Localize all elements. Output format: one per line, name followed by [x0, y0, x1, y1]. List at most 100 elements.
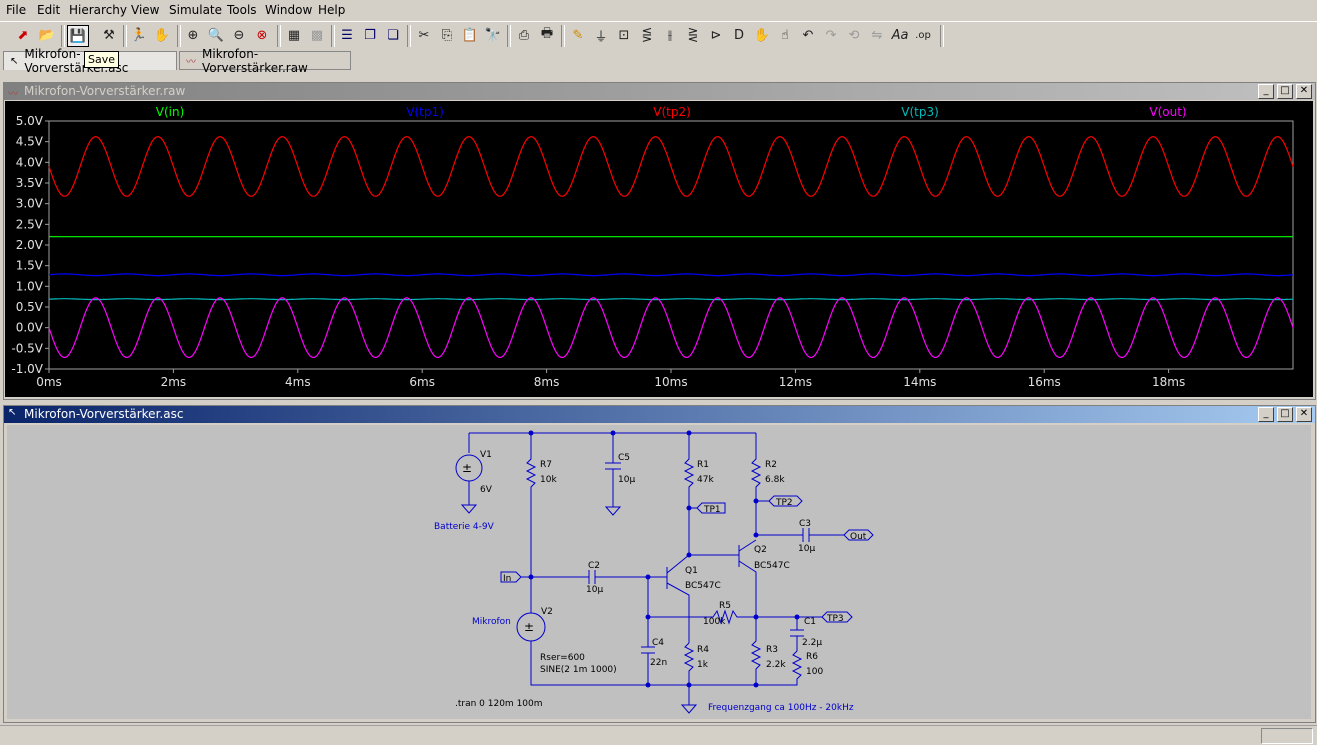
r1-label: R1 [697, 460, 709, 470]
document-tabs: ↖ Mikrofon-Vorverstärker.asc 〰 Mikrofon-… [0, 47, 1317, 75]
battery-comment: Batterie 4-9V [434, 522, 495, 532]
y-tick-label: 1.5V [16, 259, 44, 273]
tran-directive[interactable]: .tran 0 120m 100m [455, 699, 543, 709]
undo-icon[interactable]: ↶ [802, 27, 814, 43]
x-tick-label: 10ms [654, 375, 687, 389]
menu-window[interactable]: Window [265, 3, 313, 17]
q1-label: Q1 [685, 566, 698, 576]
new-schematic-icon[interactable]: ⬈ [17, 27, 29, 43]
y-tick-label: 2.0V [16, 238, 44, 252]
tile-horizontal-icon[interactable]: ☰ [341, 27, 353, 43]
run-icon[interactable]: 🏃 [130, 27, 148, 43]
close-button[interactable]: ✕ [1296, 84, 1312, 99]
zoom-cancel-icon[interactable]: ⊗ [256, 27, 268, 43]
diode-icon[interactable]: ⊳ [710, 27, 722, 43]
copy-icon[interactable]: ⎘ [441, 27, 453, 43]
menu-tools[interactable]: Tools [227, 3, 257, 17]
waveform-plot[interactable]: 5.0V4.5V4.0V3.5V3.0V2.5V2.0V1.5V1.0V0.5V… [5, 101, 1313, 397]
print-icon[interactable]: 🖶 [540, 26, 554, 41]
waveform-titlebar: 〰 Mikrofon-Vorverstärker.raw _ □ ✕ [4, 83, 1315, 100]
q1-model: BC547C [685, 581, 721, 591]
menu-simulate[interactable]: Simulate [169, 3, 223, 17]
grid-icon[interactable]: ▩ [310, 27, 324, 43]
legend-in[interactable]: V(in) [156, 105, 185, 119]
inductor-icon[interactable]: ⋛ [687, 27, 699, 43]
tab-label: Mikrofon-Vorverstärker.raw [202, 46, 308, 75]
x-tick-label: 6ms [409, 375, 435, 389]
status-bar [0, 725, 1317, 745]
x-tick-label: 0ms [36, 375, 62, 389]
y-tick-label: 4.5V [16, 135, 44, 149]
legend-out[interactable]: V(out) [1149, 105, 1186, 119]
source-polarity: ± [462, 461, 472, 475]
cascade-icon[interactable]: ❐ [364, 27, 376, 43]
q2-label: Q2 [754, 545, 767, 555]
resize-grip[interactable] [1261, 728, 1313, 744]
y-tick-label: -0.5V [11, 341, 43, 355]
x-tick-label: 16ms [1028, 375, 1061, 389]
schematic-titlebar: ↖ Mikrofon-Vorverstärker.asc _ □ ✕ [4, 406, 1315, 423]
text-icon[interactable]: Aa [891, 27, 909, 43]
minimize-button[interactable]: _ [1258, 407, 1274, 422]
minimize-button[interactable]: _ [1258, 84, 1274, 99]
y-tick-label: 1.0V [16, 279, 44, 293]
window-title: Mikrofon-Vorverstärker.asc [24, 407, 184, 421]
menu-file[interactable]: File [6, 3, 27, 17]
tile-vertical-icon[interactable]: ❏ [387, 27, 399, 43]
mirror-icon[interactable]: ⇋ [871, 27, 883, 43]
window-title: Mikrofon-Vorverstärker.raw [24, 84, 186, 98]
v2-rser: Rser=600 [540, 653, 585, 663]
draw-wire-icon[interactable]: ✎ [572, 27, 584, 43]
menu-edit[interactable]: Edit [37, 3, 61, 17]
open-icon[interactable]: 📂 [38, 27, 56, 43]
paste-icon[interactable]: 📋 [461, 27, 479, 43]
y-tick-label: 3.5V [16, 176, 44, 190]
zoom-out-icon[interactable]: ⊖ [233, 27, 245, 43]
menu-hierarchy[interactable]: Hierarchy [69, 3, 128, 17]
out-label: Out [850, 532, 867, 542]
cut-icon[interactable]: ✂ [418, 27, 430, 43]
find-icon[interactable]: 🔭 [484, 27, 502, 43]
redo-icon[interactable]: ↷ [825, 27, 837, 43]
schematic-icon: ↖ [10, 55, 19, 67]
y-tick-label: 0.5V [16, 300, 44, 314]
mikrofon-comment: Mikrofon [472, 617, 511, 627]
pan-icon[interactable]: 🔍 [207, 27, 225, 43]
schematic-window: ↖ Mikrofon-Vorverstärker.asc _ □ ✕ [3, 405, 1316, 723]
menu-view[interactable]: View [131, 3, 160, 17]
autorange-icon[interactable]: ▦ [287, 27, 301, 43]
menu-help[interactable]: Help [318, 3, 346, 17]
print-setup-icon[interactable]: ⎙ [518, 27, 530, 43]
spice-directive-icon[interactable]: .op [915, 29, 931, 41]
y-tick-label: 4.0V [16, 155, 44, 169]
y-tick-label: -1.0V [11, 362, 43, 376]
tab-waveform[interactable]: 〰 Mikrofon-Vorverstärker.raw [179, 47, 351, 75]
ground-icon[interactable]: ⏚ [594, 29, 608, 45]
series-line-tp2 [48, 136, 1294, 197]
drag-icon[interactable]: ☝ [781, 27, 789, 43]
legend-tp1[interactable]: V(tp1) [406, 105, 444, 119]
r6-label: R6 [806, 652, 818, 662]
capacitor-icon[interactable]: ⫲ [667, 27, 673, 43]
move-icon[interactable]: ✋ [753, 27, 771, 43]
resistor-icon[interactable]: ⋚ [641, 27, 653, 43]
waveform-icon: 〰 [186, 57, 196, 68]
close-button[interactable]: ✕ [1296, 407, 1312, 422]
component-icon[interactable]: D [733, 27, 744, 43]
x-tick-label: 4ms [285, 375, 311, 389]
maximize-button[interactable]: □ [1277, 407, 1293, 422]
maximize-button[interactable]: □ [1277, 84, 1293, 99]
menu-bar: File Edit Hierarchy View Simulate Tools … [0, 0, 1317, 21]
r6-value: 100 [806, 667, 823, 677]
schematic-canvas[interactable]: ± ± V1 6V R7 10k C5 10µ R1 47k R2 6.8k T… [7, 425, 1311, 719]
zoom-in-icon[interactable]: ⊕ [187, 27, 199, 43]
save-icon[interactable]: 💾 [67, 25, 89, 47]
halt-icon[interactable]: ✋ [153, 27, 171, 43]
legend-tp3[interactable]: V(tp3) [901, 105, 939, 119]
c1-label: C1 [804, 617, 816, 627]
rotate-icon[interactable]: ⟲ [848, 27, 860, 43]
control-panel-icon[interactable]: ⚒ [103, 27, 115, 43]
label-net-icon[interactable]: ⊡ [618, 27, 630, 43]
legend-tp2[interactable]: V(tp2) [653, 105, 691, 119]
